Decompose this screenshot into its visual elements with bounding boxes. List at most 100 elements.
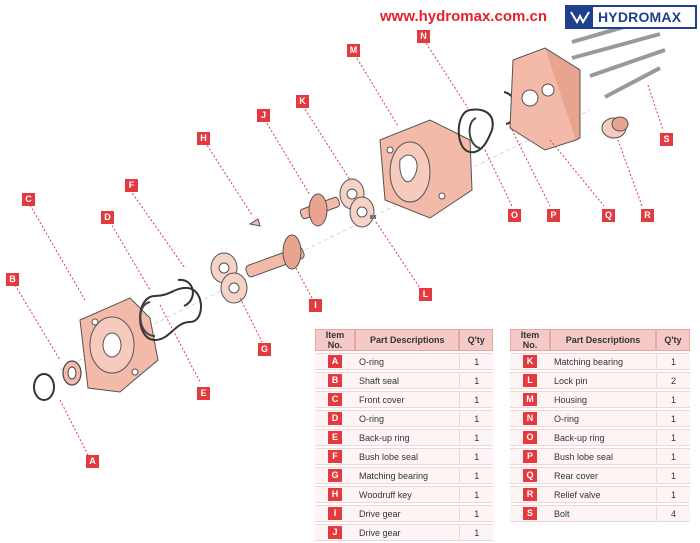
part-description: Bush lobe seal <box>355 448 460 465</box>
table-header-row: Item No. Part Descriptions Q'ty <box>315 329 493 351</box>
part-description: Lock pin <box>550 372 656 389</box>
part-description: Bush lobe seal <box>550 448 656 465</box>
part-description: Front cover <box>355 391 460 408</box>
part-l-lock-pin <box>370 215 376 219</box>
part-h-woodruff-key <box>248 218 261 227</box>
part-qty: 1 <box>459 448 493 465</box>
part-c-front-cover <box>79 297 159 393</box>
parts-table-left: Item No. Part Descriptions Q'ty A O-ring 1… <box>315 327 493 543</box>
part-qty: 1 <box>655 486 690 503</box>
item-id-badge: B <box>328 374 342 387</box>
part-qty: 1 <box>655 410 690 427</box>
item-id-badge: M <box>523 393 537 406</box>
part-qty: 1 <box>459 391 493 408</box>
parts-table-right: Item No. Part Descriptions Q'ty K Matchin… <box>510 327 690 524</box>
callout-i: I <box>309 299 322 312</box>
part-description: Bolt <box>550 505 656 522</box>
callout-h: H <box>197 132 210 145</box>
part-description: O-ring <box>550 410 656 427</box>
part-qty: 1 <box>655 448 690 465</box>
part-description: Matching bearing <box>550 353 656 370</box>
part-description: Drive gear <box>355 505 460 522</box>
part-qty: 1 <box>459 429 493 446</box>
item-id-badge: K <box>523 355 537 368</box>
part-description: O-ring <box>355 410 460 427</box>
item-id-badge: P <box>523 450 537 463</box>
item-id-badge: C <box>328 393 342 406</box>
table-header-row: Item No. Part Descriptions Q'ty <box>510 329 690 351</box>
part-a-oring <box>33 373 55 401</box>
part-description: Shaft seal <box>355 372 460 389</box>
part-qty: 1 <box>459 372 493 389</box>
part-description: Housing <box>550 391 656 408</box>
item-id-badge: D <box>328 412 342 425</box>
part-f-bush-lobe-seal <box>177 278 194 307</box>
part-qty: 1 <box>655 353 690 370</box>
callout-e: E <box>197 387 210 400</box>
part-description: Matching bearing <box>355 467 460 484</box>
part-description: O-ring <box>355 353 460 370</box>
callout-b: B <box>6 273 19 286</box>
item-id-badge: O <box>523 431 537 444</box>
item-id-badge: N <box>523 412 537 425</box>
brand-mark-icon <box>567 7 593 27</box>
callout-m: M <box>347 44 360 57</box>
callout-n: N <box>417 30 430 43</box>
callout-q: Q <box>602 209 615 222</box>
part-qty: 4 <box>655 505 690 522</box>
callout-s: S <box>660 133 673 146</box>
col-item-no: Item No. <box>315 329 355 351</box>
item-id-badge: R <box>523 488 537 501</box>
part-description: Back-up ring <box>355 429 460 446</box>
part-description: Relief valve <box>550 486 656 503</box>
callout-g: G <box>258 343 271 356</box>
part-qty: 1 <box>459 505 493 522</box>
callout-c: C <box>22 193 35 206</box>
part-qty: 1 <box>655 391 690 408</box>
part-e-backup-ring <box>139 301 156 337</box>
part-k-matching-bearing <box>339 178 375 228</box>
part-qty: 1 <box>459 467 493 484</box>
part-o-backup-ring <box>468 117 481 149</box>
part-qty: 1 <box>655 467 690 484</box>
callout-f: F <box>125 179 138 192</box>
col-part-descriptions: Part Descriptions <box>355 329 460 351</box>
brand-name: HYDROMAX <box>598 9 682 25</box>
part-g-matching-bearing <box>210 252 248 304</box>
callout-l: L <box>419 288 432 301</box>
part-i-drive-gear <box>245 234 305 278</box>
part-description: Rear cover <box>550 467 656 484</box>
part-s-bolts <box>571 16 666 99</box>
part-description: Back-up ring <box>550 429 656 446</box>
brand-logo: HYDROMAX <box>565 5 697 29</box>
item-id-badge: F <box>328 450 342 463</box>
part-n-oring <box>457 108 494 154</box>
callout-p: P <box>547 209 560 222</box>
callout-r: R <box>641 209 654 222</box>
part-m-housing <box>379 119 473 219</box>
item-id-badge: S <box>523 507 537 520</box>
website-url[interactable]: www.hydromax.com.cn <box>380 8 547 25</box>
item-id-badge: G <box>328 469 342 482</box>
callout-d: D <box>101 211 114 224</box>
item-id-badge: L <box>523 374 537 387</box>
part-q-rear-cover <box>509 47 581 151</box>
item-id-badge: I <box>328 507 342 520</box>
part-qty: 1 <box>459 486 493 503</box>
item-id-badge: A <box>328 355 342 368</box>
